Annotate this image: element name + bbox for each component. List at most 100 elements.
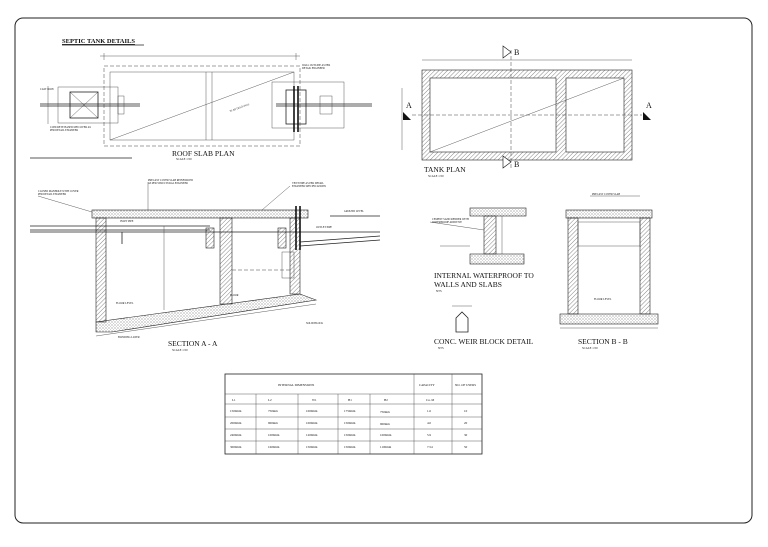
- svg-text:PER DETAIL ENGINEER: PER DETAIL ENGINEER: [50, 129, 78, 132]
- weir-block-scale: NTS: [438, 346, 444, 350]
- table-cell: 1000mm: [380, 433, 392, 437]
- roof-slab-plan-scale: SCALE 1:50: [176, 157, 192, 161]
- table-cell: 1.6: [427, 409, 431, 413]
- table-cell: 1600mm: [268, 445, 280, 449]
- left-manhole-cover: [69, 91, 99, 119]
- svg-text:FLOOR LEVEL: FLOOR LEVEL: [116, 302, 134, 305]
- table-cell: 1000mm: [306, 421, 318, 425]
- svg-text:FLOOR: FLOOR: [230, 294, 239, 297]
- table-subheader: H2: [384, 398, 388, 402]
- svg-text:GROUND LEVEL: GROUND LEVEL: [344, 210, 364, 213]
- sheet-border: [14, 17, 753, 524]
- table-cell: 2000mm: [230, 421, 242, 425]
- section-aa-title: SECTION A - A: [168, 339, 218, 348]
- waterproof-title-line2: WALLS AND SLABS: [434, 280, 502, 289]
- svg-text:SLAB DIAGONAL: SLAB DIAGONAL: [229, 103, 250, 113]
- section-bb-right-wall: [639, 217, 651, 315]
- right-manhole-cover: [285, 89, 307, 125]
- svg-text:AS PER STRUCTURAL ENGINEER: AS PER STRUCTURAL ENGINEER: [148, 182, 188, 185]
- table-cell: 1500mm: [344, 433, 356, 437]
- table-row: 1500mm 750mm 1000mm 1750mm 750mm 1.6 10: [230, 409, 468, 414]
- svg-text:CLOSED MANHOLE WITH COVER: CLOSED MANHOLE WITH COVER: [38, 190, 79, 193]
- dimension-table: INTERNAL DIMENSIONS CAPACITY NO. OF USER…: [224, 373, 483, 455]
- sheet-title: SEPTIC TANK DETAILS: [62, 38, 135, 45]
- weir-block-shape: [455, 311, 469, 333]
- table-cell: 1500mm: [230, 409, 242, 413]
- table-cell: 1500mm: [344, 421, 356, 425]
- section-aa-base-slab: [95, 293, 318, 333]
- section-bb-base-slab: [559, 313, 659, 325]
- svg-text:WATERPROOF ADDITIVE: WATERPROOF ADDITIVE: [432, 221, 462, 224]
- table-cell: 1100mm: [380, 445, 392, 449]
- table-cell: 900mm: [268, 421, 278, 425]
- section-aa-scale: SCALE 1:50: [172, 348, 188, 352]
- roof-slab-plan-title: ROOF SLAB PLAN: [172, 149, 235, 158]
- table-cell: 4.0: [427, 421, 431, 425]
- table-row: 3000mm 1600mm 1500mm 1500mm 1100mm 7.54 …: [230, 445, 468, 449]
- waterproof-detail: CEMENT SAND RENDER WITH WATERPROOF ADDIT…: [429, 207, 534, 293]
- table-cell: 1000mm: [268, 433, 280, 437]
- table-subheader: Cu. M: [426, 398, 434, 402]
- svg-text:VENT PIPE AS PER DETAIL: VENT PIPE AS PER DETAIL: [292, 182, 324, 185]
- section-aa: CLOSED MANHOLE WITH COVER PER DETAIL ENG…: [30, 157, 381, 352]
- svg-text:OUTLET PIPE: OUTLET PIPE: [316, 226, 332, 229]
- table-subheader: L1: [232, 398, 236, 402]
- section-mark-a-right: A: [646, 101, 652, 110]
- table-cell: 5.9: [427, 433, 431, 437]
- tank-plan-title: TANK PLAN: [424, 165, 466, 174]
- section-mark-b-top: B: [514, 48, 519, 57]
- waterproof-scale: NTS: [436, 289, 442, 293]
- svg-text:INLET PIPE: INLET PIPE: [120, 220, 134, 223]
- section-bb: PRECAST COVER SLAB FLOOR LEVEL SECTION B…: [559, 193, 659, 350]
- weir-block-detail: CONC. WEIR BLOCK DETAIL NTS: [434, 305, 534, 350]
- svg-text:FLOOR LEVEL: FLOOR LEVEL: [594, 298, 612, 301]
- table-cell: 7.54: [427, 445, 433, 449]
- table-row: 2400mm 1000mm 1200mm 1500mm 1000mm 5.9 3…: [230, 433, 468, 437]
- svg-text:DETAIL ENGINEER: DETAIL ENGINEER: [302, 67, 325, 70]
- table-cell: 1500mm: [344, 445, 356, 449]
- table-cell: 3000mm: [230, 445, 242, 449]
- table-subheader: L2: [268, 398, 272, 402]
- svg-text:ENGINEER SPECIFICATIONS: ENGINEER SPECIFICATIONS: [292, 185, 326, 188]
- table-cell: 750mm: [380, 410, 390, 414]
- table-cell: 1750mm: [344, 409, 356, 413]
- waterproof-title-line1: INTERNAL WATERPROOF TO: [434, 271, 534, 280]
- roof-slab-plan: CAST IRON CONCRETE BASED MH COVER AS PER…: [40, 53, 372, 161]
- section-bb-left-wall: [567, 217, 579, 315]
- tank-plan-scale: SCALE 1:50: [428, 174, 444, 178]
- section-aa-top-slab: [91, 209, 309, 219]
- section-aa-right-wall: [289, 217, 301, 295]
- weir-block-title: CONC. WEIR BLOCK DETAIL: [434, 337, 534, 346]
- table-subheader: H1: [348, 398, 352, 402]
- table-group-header: INTERNAL DIMENSIONS: [278, 383, 314, 387]
- table-cell: 2400mm: [230, 433, 242, 437]
- section-bb-top-slab: [565, 209, 653, 219]
- svg-text:CAST IRON: CAST IRON: [40, 88, 54, 91]
- table-cell: 10: [464, 409, 468, 413]
- svg-text:WALL OUTLINE AS PER: WALL OUTLINE AS PER: [302, 64, 330, 67]
- svg-text:BLINDING LAYER: BLINDING LAYER: [118, 336, 140, 339]
- table-cell: 1000mm: [306, 409, 318, 413]
- roof-slab-diagonal: [109, 71, 295, 141]
- table-header-capacity: CAPACITY: [419, 383, 435, 387]
- table-row: 2000mm 900mm 1000mm 1500mm 900mm 4.0 20: [230, 421, 468, 426]
- svg-text:SOLID BLOCK: SOLID BLOCK: [306, 322, 323, 325]
- section-aa-left-wall: [95, 217, 107, 323]
- section-bb-title: SECTION B - B: [578, 337, 628, 346]
- section-mark-a-left: A: [406, 101, 412, 110]
- section-aa-baffle-wall: [219, 217, 233, 305]
- table-cell: 1200mm: [306, 433, 318, 437]
- table-cell: 1500mm: [306, 445, 318, 449]
- tank-plan: A A B B TANK PLAN SCALE 1:50: [401, 45, 652, 178]
- table-cell: 20: [464, 421, 468, 425]
- svg-text:CONCRETE BASED MH COVER AS: CONCRETE BASED MH COVER AS: [50, 126, 91, 129]
- table-cell: 900mm: [380, 422, 390, 426]
- section-bb-scale: SCALE 1:50: [582, 346, 598, 350]
- table-outline: [224, 373, 483, 455]
- svg-text:CEMENT SAND RENDER WITH: CEMENT SAND RENDER WITH: [432, 218, 469, 221]
- svg-text:PRECAST COVER SLAB REINFORCED: PRECAST COVER SLAB REINFORCED: [148, 179, 193, 182]
- table-header-users: NO. OF USERS: [455, 383, 476, 387]
- svg-text:PER DETAIL ENGINEER: PER DETAIL ENGINEER: [38, 193, 66, 196]
